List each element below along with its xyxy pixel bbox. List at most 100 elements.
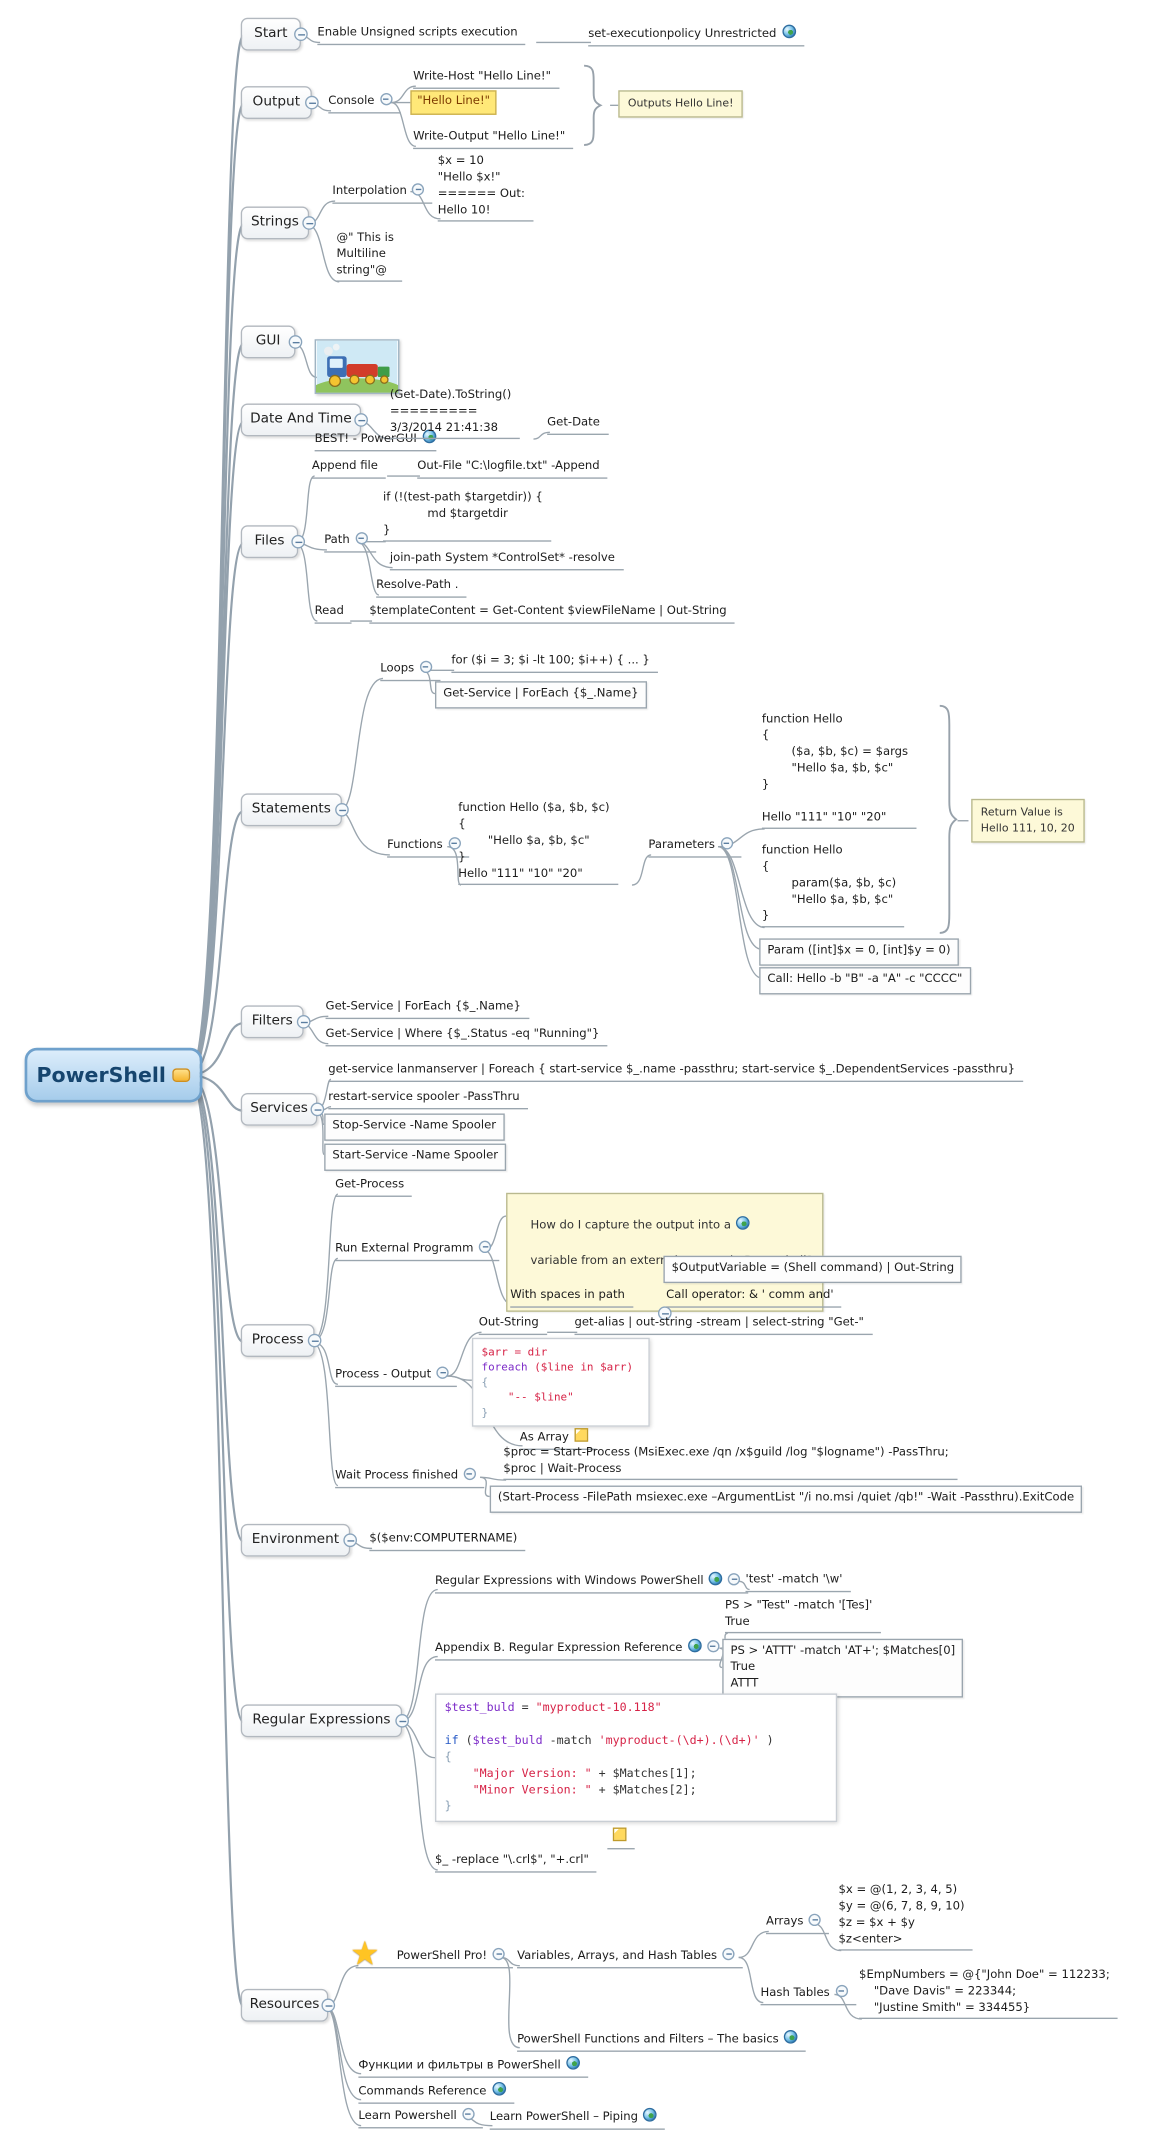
topic-date-and-time[interactable]: Date And Time	[240, 403, 368, 437]
node-call-operator[interactable]: Call operator: & ' comm and'	[666, 1287, 842, 1308]
node-for-loop[interactable]: for ($i = 3; $i -lt 100; $i++) { ... }	[451, 652, 659, 674]
node-out-string-label[interactable]: Out-String	[478, 1315, 547, 1336]
node-regex-example1[interactable]: PS > "Test" -match '[Tes]' True	[724, 1598, 881, 1634]
note-icon[interactable]	[574, 1428, 588, 1442]
collapse-toggle[interactable]	[321, 1998, 336, 2013]
notes-badge-icon[interactable]	[172, 1068, 191, 1083]
node-with-spaces[interactable]: With spaces in path	[510, 1287, 634, 1308]
collapse-toggle[interactable]	[412, 183, 425, 196]
node-getdate-example[interactable]: (Get-Date).ToString() ========= 3/3/2014…	[389, 387, 520, 440]
collapse-toggle[interactable]	[808, 1913, 822, 1927]
node-append-file-label[interactable]: Append file	[311, 458, 387, 479]
node-multiline-string[interactable]: @" This is Multiline string"@	[336, 230, 403, 282]
hyperlink-globe-icon[interactable]	[643, 2107, 658, 2122]
topic-regular-expressions[interactable]: Regular Expressions	[240, 1704, 410, 1738]
topic-start[interactable]: Start	[240, 17, 308, 51]
callout-outputs-hello-line[interactable]: Outputs Hello Line!	[618, 90, 744, 118]
node-functions-filters-basics[interactable]: PowerShell Functions and Filters – The b…	[517, 2029, 807, 2052]
topic-files[interactable]: Files	[240, 525, 306, 559]
topic-services[interactable]: Services	[240, 1092, 325, 1126]
node-functions-label[interactable]: Functions	[387, 837, 469, 858]
topic-filters[interactable]: Filters	[240, 1005, 311, 1039]
node-regex-note[interactable]	[607, 1827, 635, 1850]
collapse-toggle[interactable]	[707, 1640, 720, 1653]
node-arrays-code[interactable]: $x = @(1, 2, 3, 4, 5) $y = @(6, 7, 8, 9,…	[838, 1882, 973, 1951]
node-hash-tables-label[interactable]: Hash Tables	[760, 1984, 856, 2006]
node-commands-reference[interactable]: Commands Reference	[358, 2081, 514, 2104]
node-function-code[interactable]: function Hello ($a, $b, $c) { "Hello $a,…	[458, 800, 618, 886]
topic-gui[interactable]: GUI	[240, 325, 303, 359]
collapse-toggle[interactable]	[448, 837, 461, 850]
node-append-file-cmd[interactable]: Out-File "C:\logfile.txt" -Append	[417, 458, 608, 479]
node-regex-with-powershell[interactable]: Regular Expressions with Windows PowerSh…	[434, 1571, 749, 1594]
node-testpath-code[interactable]: if (!(test-path $targetdir)) { md $targe…	[383, 490, 551, 542]
node-path-label[interactable]: Path	[324, 532, 376, 553]
node-regex-appendix[interactable]: Appendix B. Regular Expression Reference	[434, 1638, 728, 1661]
powergui-train-image[interactable]	[314, 339, 400, 394]
callout-return-value[interactable]: Return Value is Hello 111, 10, 20	[971, 798, 1085, 843]
node-set-executionpolicy[interactable]: set-executionpolicy Unrestricted	[588, 24, 804, 47]
collapse-toggle[interactable]	[294, 27, 308, 42]
node-call-hello-box[interactable]: Call: Hello -b "B" -a "A" -c "CCCC"	[759, 967, 971, 995]
hyperlink-globe-icon[interactable]	[566, 2055, 580, 2070]
collapse-toggle[interactable]	[355, 532, 368, 545]
node-getdate-cmd[interactable]: Get-Date	[547, 414, 609, 435]
node-output-variable-box[interactable]: $OutputVariable = (Shell command) | Out-…	[663, 1255, 963, 1284]
node-param-int-box[interactable]: Param ([int]$x = 0, [int]$y = 0)	[759, 938, 959, 966]
callout-capture-output[interactable]: How do I capture the output into a varia…	[506, 1192, 824, 1321]
collapse-toggle[interactable]	[722, 1947, 735, 1961]
collapse-toggle[interactable]	[335, 802, 349, 817]
node-variables-arrays-hash[interactable]: Variables, Arrays, and Hash Tables	[517, 1947, 744, 1969]
node-console[interactable]: Console	[328, 93, 401, 114]
node-hash-tables-code[interactable]: $EmpNumbers = @{"John Doe" = 112233; "Da…	[859, 1967, 1118, 2020]
node-learn-piping[interactable]: Learn PowerShell – Piping	[489, 2107, 666, 2130]
collapse-toggle[interactable]	[395, 1713, 410, 1728]
collapse-toggle[interactable]	[492, 1947, 505, 1961]
node-regex-replace[interactable]: $_ -replace "\.crl$", "+.crl"	[434, 1852, 598, 1873]
node-get-content[interactable]: $templateContent = Get-Content $viewFile…	[369, 603, 735, 624]
node-foreach-box[interactable]: Get-Service | ForEach {$_.Name}	[434, 681, 647, 709]
node-wait-process-label[interactable]: Wait Process finished	[335, 1467, 485, 1489]
node-write-output[interactable]: Write-Output "Hello Line!"	[413, 129, 574, 150]
collapse-toggle[interactable]	[305, 95, 319, 110]
collapse-toggle[interactable]	[288, 335, 303, 349]
node-stop-service-box[interactable]: Stop-Service -Name Spooler	[324, 1113, 505, 1141]
node-read-label[interactable]: Read	[314, 603, 353, 624]
node-args-function-code[interactable]: function Hello { ($a, $b, $c) = $args "H…	[761, 711, 917, 829]
node-get-process[interactable]: Get-Process	[335, 1176, 413, 1197]
node-resolve-path[interactable]: Resolve-Path .	[376, 577, 467, 598]
hyperlink-globe-icon[interactable]	[491, 2081, 506, 2096]
node-wait-process-code[interactable]: $proc = Start-Process (MsiExec.exe /qn /…	[503, 1445, 957, 1481]
note-icon[interactable]	[612, 1827, 627, 1842]
node-loops-label[interactable]: Loops	[380, 660, 441, 682]
hyperlink-globe-icon[interactable]	[736, 1216, 751, 1230]
node-parameters-label[interactable]: Parameters	[648, 837, 741, 858]
collapse-toggle[interactable]	[291, 534, 306, 549]
hyperlink-globe-icon[interactable]	[687, 1638, 702, 1653]
node-out-string-cmd[interactable]: get-alias | out-string -stream | select-…	[574, 1315, 873, 1336]
collapse-toggle[interactable]	[343, 1533, 358, 1548]
topic-resources[interactable]: Resources	[240, 1988, 336, 2022]
collapse-toggle[interactable]	[379, 93, 393, 106]
collapse-toggle[interactable]	[419, 660, 432, 674]
collapse-toggle[interactable]	[835, 1984, 848, 1998]
node-russian-article[interactable]: Функции и фильтры в PowerShell	[358, 2055, 589, 2078]
collapse-toggle[interactable]	[462, 2107, 475, 2121]
node-process-output[interactable]: Process - Output	[335, 1366, 458, 1388]
collapse-toggle[interactable]	[310, 1102, 325, 1117]
node-exitcode-box[interactable]: (Start-Process -FilePath msiexec.exe –Ar…	[489, 1485, 1083, 1513]
node-join-path[interactable]: join-path System *ControlSet* -resolve	[389, 550, 624, 571]
collapse-toggle[interactable]	[478, 1240, 492, 1253]
node-run-external[interactable]: Run External Programm	[335, 1240, 500, 1262]
node-interpolation-code[interactable]: $x = 10 "Hello $x!" ====== Out: Hello 10…	[437, 153, 534, 222]
node-restart-service[interactable]: restart-service spooler -PassThru	[328, 1089, 528, 1110]
node-as-array[interactable]: As Array	[519, 1428, 597, 1450]
node-powergui[interactable]: BEST! - PowerGUI	[314, 304, 445, 487]
collapse-toggle[interactable]	[657, 1306, 672, 1321]
collapse-toggle[interactable]	[302, 216, 316, 230]
node-dependent-services[interactable]: get-service lanmanserver | Foreach { sta…	[328, 1061, 1024, 1083]
topic-environment[interactable]: Environment	[240, 1523, 358, 1557]
node-powershell-pro[interactable]: PowerShell Pro!	[355, 1947, 514, 1969]
node-test-match[interactable]: 'test' -match '\w'	[745, 1572, 851, 1593]
